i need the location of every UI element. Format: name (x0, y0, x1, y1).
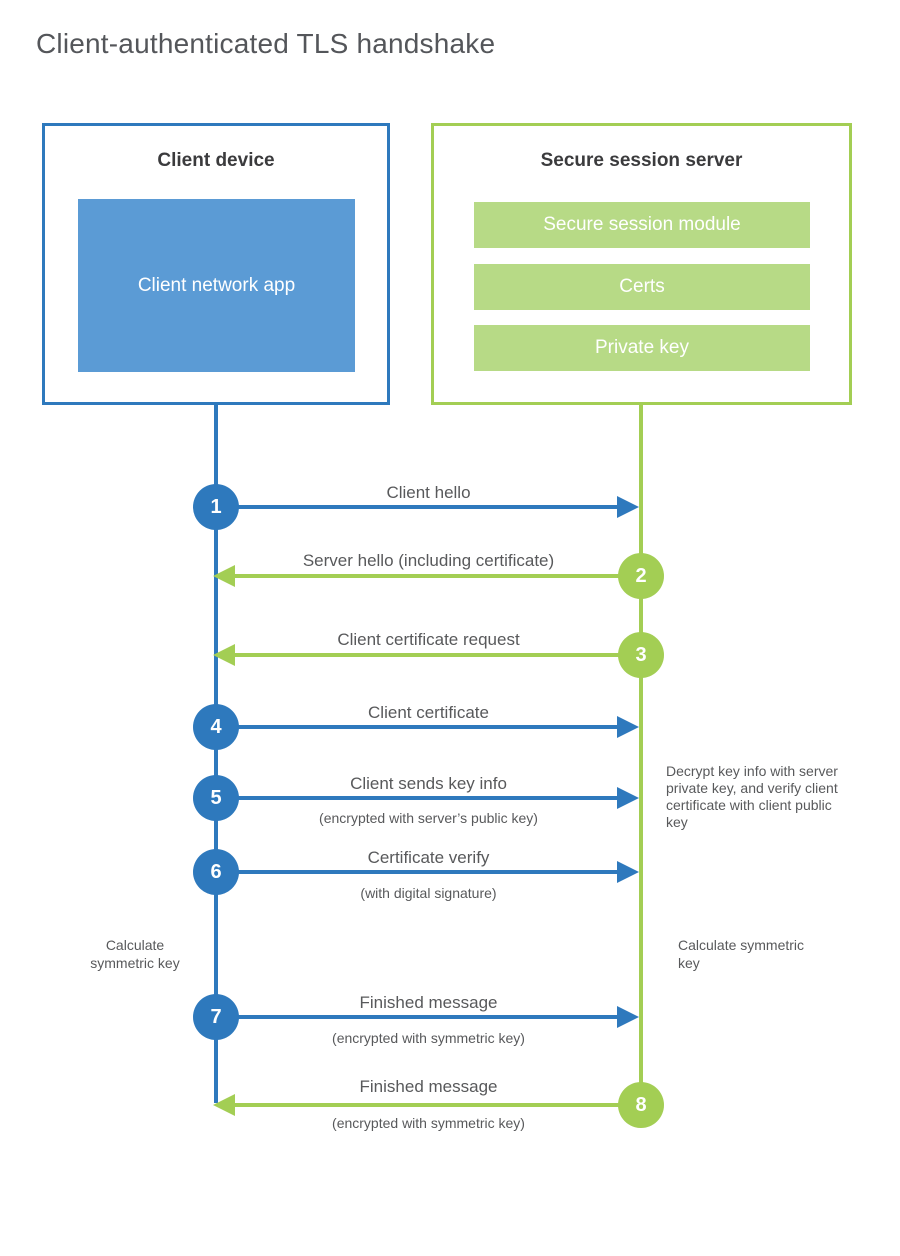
client-calculate-key-note: Calculate symmetric key (90, 937, 180, 971)
secure-session-server-title: Secure session server (540, 150, 743, 171)
step-5-badge: 5 (193, 775, 239, 821)
step-1-number: 1 (210, 495, 222, 518)
step-2-label: Server hello (including certificate) (302, 551, 555, 570)
step-3-label: Client certificate request (337, 630, 520, 649)
step-7-sublabel: (encrypted with symmetric key) (332, 1030, 525, 1046)
server-calculate-key-note: Calculate symmetric key (678, 937, 805, 971)
step-7-arrow-head-icon (617, 1006, 639, 1028)
server-decrypt-note: Decrypt key info with server private key… (666, 763, 838, 830)
step-1-arrow-line (216, 505, 619, 509)
step-8-badge: 8 (618, 1082, 664, 1128)
page-title: Client-authenticated TLS handshake (36, 28, 496, 59)
step-6-sublabel: (with digital signature) (360, 885, 497, 901)
step-8-number: 8 (635, 1093, 647, 1116)
step-8-arrow-head-icon (213, 1094, 235, 1116)
step-2-arrow-line (235, 574, 641, 578)
server-lifeline (639, 405, 643, 1105)
step-1-arrow-head-icon (617, 496, 639, 518)
step-6-arrow-line (216, 870, 619, 874)
step-3-arrow-line (235, 653, 641, 657)
step-8-label: Finished message (359, 1077, 498, 1096)
step-8-arrow-line (235, 1103, 641, 1107)
step-4-arrow-head-icon (617, 716, 639, 738)
step-3-arrow-head-icon (213, 644, 235, 666)
step-4-arrow-line (216, 725, 619, 729)
server-certs-label: Certs (619, 276, 665, 297)
client-network-app-label: Client network app (137, 274, 296, 296)
step-7-number: 7 (210, 1005, 222, 1028)
server-private-key-bar: Private key (474, 325, 810, 371)
step-1-badge: 1 (193, 484, 239, 530)
step-2-badge: 2 (618, 553, 664, 599)
step-5-arrow-line (216, 796, 619, 800)
step-5-sublabel: (encrypted with server’s public key) (319, 810, 538, 826)
step-7-label: Finished message (359, 993, 498, 1012)
step-5-arrow-head-icon (617, 787, 639, 809)
step-3-badge: 3 (618, 632, 664, 678)
step-5-number: 5 (210, 786, 222, 809)
step-4-badge: 4 (193, 704, 239, 750)
server-private-key-label: Private key (595, 337, 689, 358)
client-device-box: Client device Client network app (42, 123, 390, 405)
step-7-arrow-line (216, 1015, 619, 1019)
step-6-number: 6 (210, 860, 222, 883)
step-6-label: Certificate verify (367, 848, 490, 867)
client-device-title: Client device (157, 150, 275, 171)
step-4-number: 4 (210, 715, 222, 738)
client-lifeline (214, 405, 218, 1103)
step-5-label: Client sends key info (350, 774, 507, 793)
step-3-number: 3 (635, 643, 647, 666)
step-1-label: Client hello (386, 483, 471, 502)
client-network-app-box: Client network app (78, 199, 355, 372)
secure-session-server-box: Secure session server Secure session mod… (431, 123, 852, 405)
server-module-label: Secure session module (543, 214, 741, 235)
step-8-sublabel: (encrypted with symmetric key) (332, 1115, 525, 1131)
step-2-arrow-head-icon (213, 565, 235, 587)
step-2-number: 2 (635, 564, 647, 587)
server-module-bar: Secure session module (474, 202, 810, 248)
step-6-arrow-head-icon (617, 861, 639, 883)
step-6-badge: 6 (193, 849, 239, 895)
server-certs-bar: Certs (474, 264, 810, 310)
step-7-badge: 7 (193, 994, 239, 1040)
step-4-label: Client certificate (368, 703, 489, 722)
